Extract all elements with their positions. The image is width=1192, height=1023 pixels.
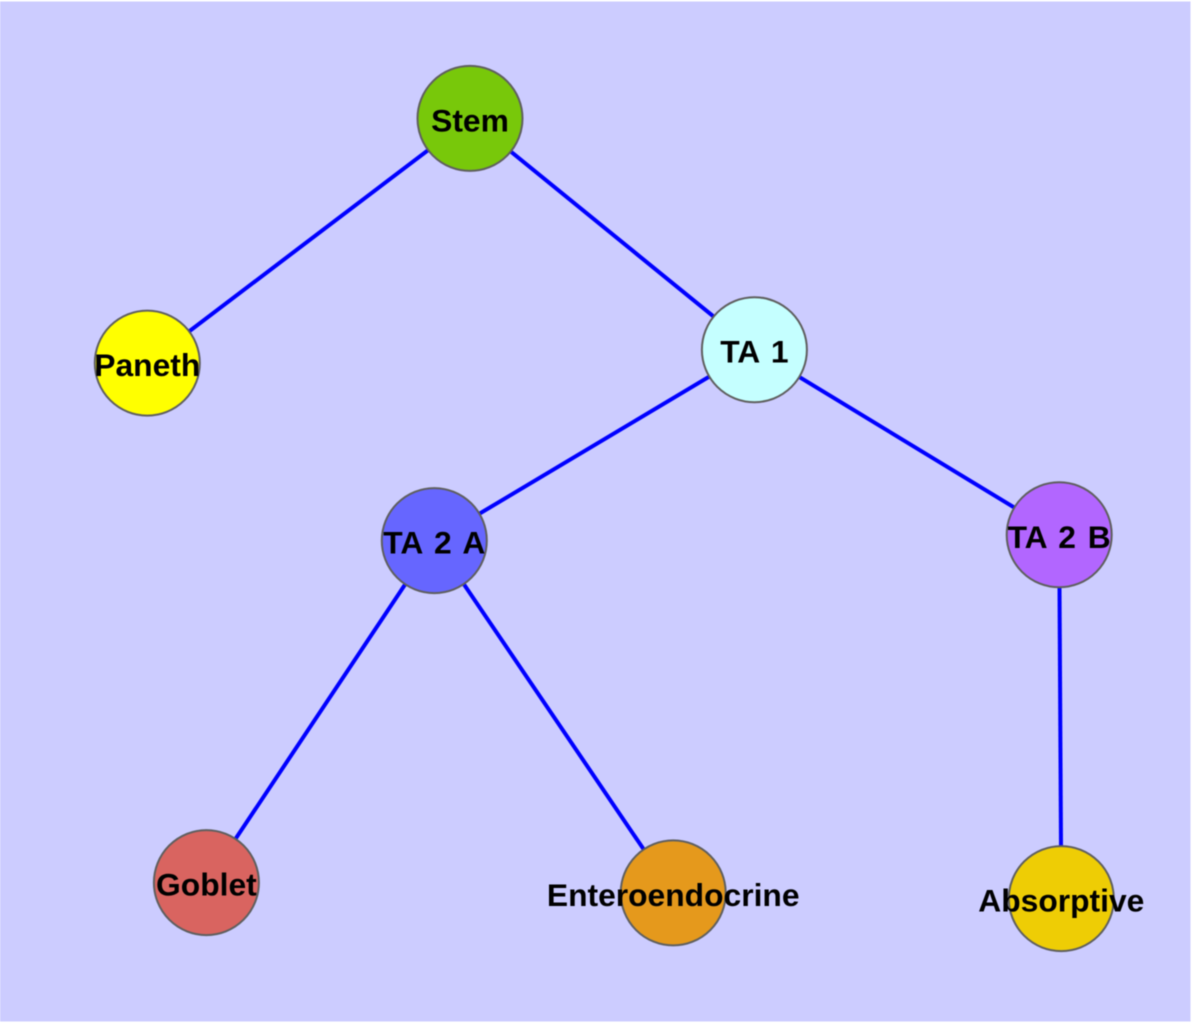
svg-text:TA 1: TA 1 <box>720 334 788 370</box>
svg-text:Absorptive: Absorptive <box>978 883 1144 919</box>
svg-text:Enteroendocrine: Enteroendocrine <box>547 877 800 913</box>
svg-text:TA 2 B: TA 2 B <box>1008 519 1111 555</box>
svg-text:Paneth: Paneth <box>94 347 200 383</box>
svg-text:TA 2 A: TA 2 A <box>383 525 485 561</box>
svg-text:Goblet: Goblet <box>156 867 257 903</box>
svg-text:Stem: Stem <box>431 102 509 138</box>
